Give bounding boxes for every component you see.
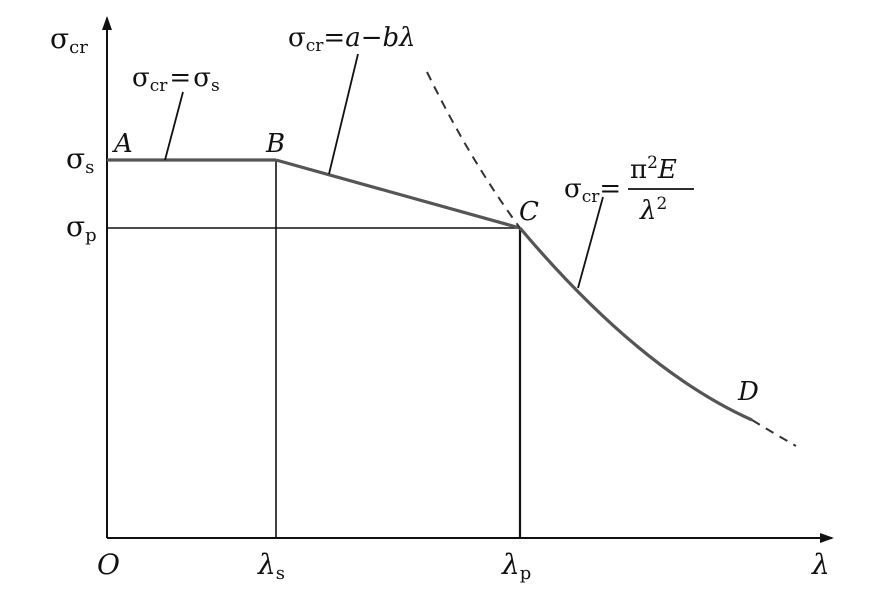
euler-formula-leader [577, 196, 604, 289]
linear-formula-leader [328, 53, 359, 175]
point-c-label: C [519, 197, 539, 227]
x-axis-label: λ [811, 548, 830, 581]
y-axis-label: σcr [50, 22, 88, 58]
euler-formula-denominator: λ2 [639, 194, 667, 226]
sigma-s-label: σs [66, 142, 94, 178]
lambda-s-label: λs [257, 548, 285, 584]
linear-segment-bc [275, 158, 521, 230]
point-d-label: D [737, 377, 759, 407]
euler-formula-lhs: σcr= [564, 174, 621, 207]
point-a-label: A [112, 129, 133, 159]
plateau-formula-leader [164, 91, 184, 161]
plateau-formula: σcr=σs [132, 63, 220, 96]
origin-label: O [97, 548, 120, 581]
point-b-label: B [265, 129, 285, 159]
euler-dashed-upper [426, 71, 521, 229]
linear-formula: σcr=a−bλ [288, 23, 416, 56]
euler-dashed-lower [751, 419, 797, 447]
sigma-p-label: σp [66, 210, 97, 246]
euler-formula-numerator: π2E [630, 153, 677, 185]
euler-curve-cd [518, 226, 753, 422]
lambda-p-label: λp [501, 548, 531, 584]
